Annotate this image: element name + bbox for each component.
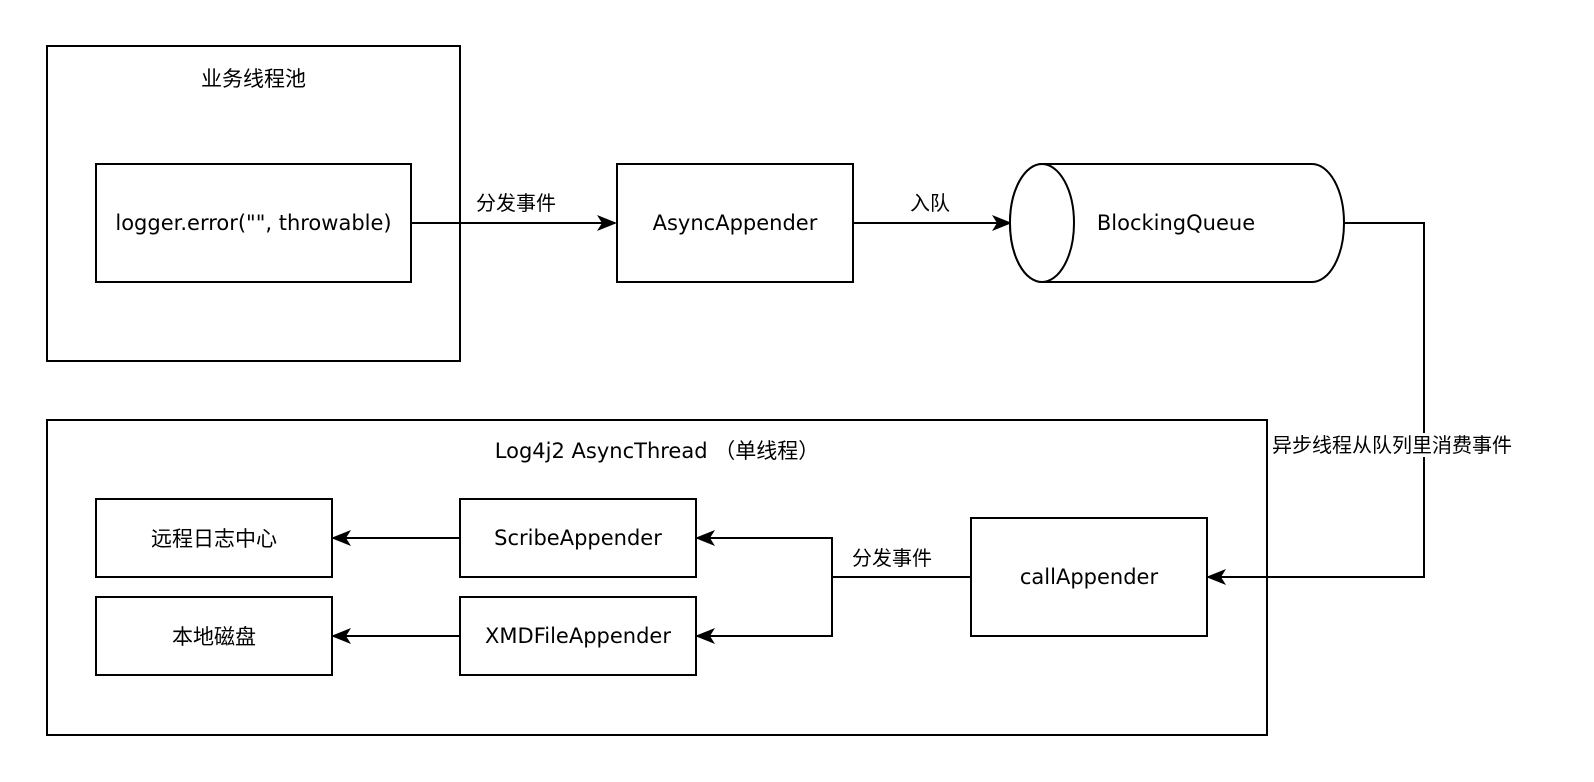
call-appender-label: callAppender (1019, 565, 1159, 589)
async-thread-title: Log4j2 AsyncThread （单线程） (494, 439, 820, 463)
blocking-queue-node: BlockingQueue (1074, 164, 1278, 282)
xmd-file-appender-label: XMDFileAppender (485, 624, 671, 648)
edge-label-dispatch-bottom: 分发事件 (852, 546, 932, 570)
call-appender-node: callAppender (970, 517, 1208, 637)
scribe-appender-node: ScribeAppender (459, 498, 697, 578)
scribe-appender-label: ScribeAppender (494, 526, 662, 550)
async-appender-label: AsyncAppender (652, 211, 818, 235)
remote-log-center-label: 远程日志中心 (151, 527, 277, 551)
logger-error-label: logger.error("", throwable) (115, 211, 392, 235)
blocking-queue-label: BlockingQueue (1096, 211, 1256, 235)
edge-label-dispatch-top: 分发事件 (476, 191, 556, 215)
logger-error-node: logger.error("", throwable) (95, 163, 412, 283)
local-disk-label: 本地磁盘 (172, 625, 256, 649)
business-thread-pool-title: 业务线程池 (201, 67, 306, 91)
edge-label-enqueue: 入队 (910, 191, 950, 215)
async-appender-node: AsyncAppender (616, 163, 854, 283)
edge-label-async-consume: 异步线程从队列里消费事件 (1268, 433, 1516, 457)
xmd-file-appender-node: XMDFileAppender (459, 596, 697, 676)
local-disk-node: 本地磁盘 (95, 596, 333, 676)
remote-log-center-node: 远程日志中心 (95, 498, 333, 578)
